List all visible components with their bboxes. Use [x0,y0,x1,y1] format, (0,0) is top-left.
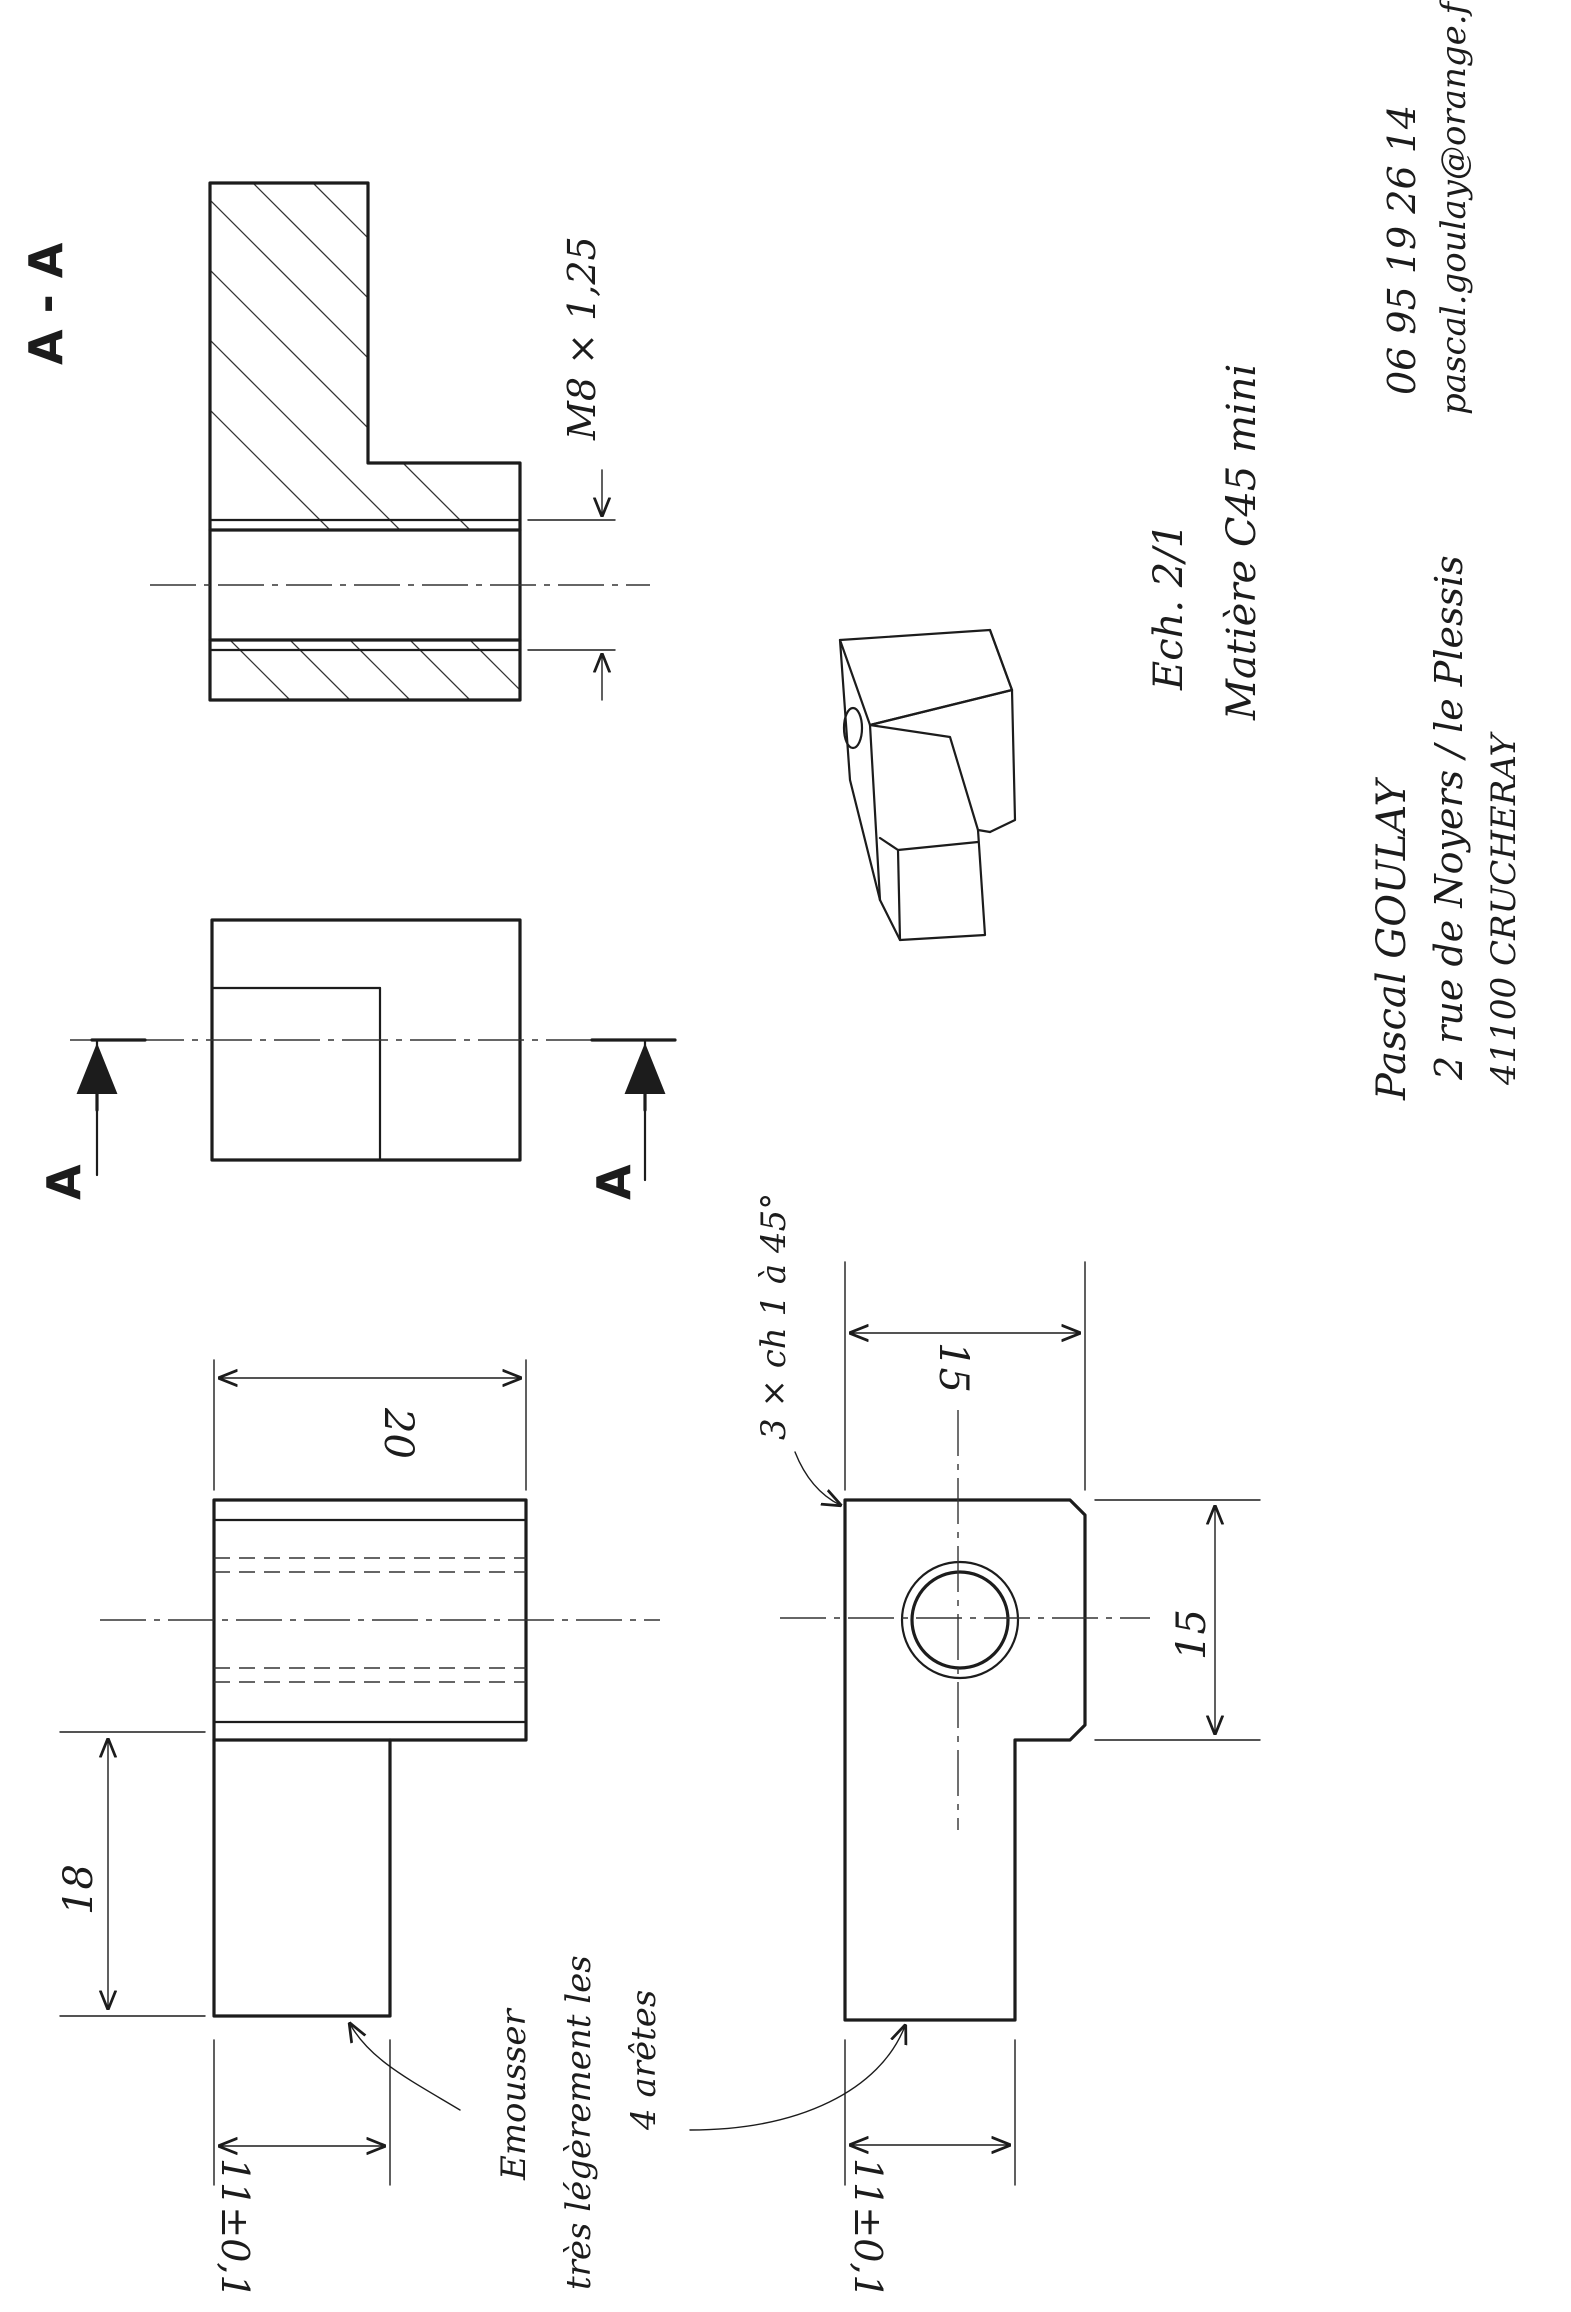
section-outline [208,181,522,702]
contact-block: 06 95 19 26 14 pascal.goulay@orange.fr [1380,0,1474,415]
cutting-plane-letter-right: A [587,1164,641,1200]
top-view [780,1261,1261,2186]
contact-phone: 06 95 19 26 14 [1380,105,1424,395]
tapped-hole-outer [900,1560,1020,1680]
deburr-note-line-1: Emousser [494,2008,534,2181]
top-view-outline [843,1498,1087,2022]
chamfer-leader [794,1451,840,1505]
author-city: 41100 CRUCHERAY [1484,731,1524,1086]
cutting-plane-letter-left: A [37,1164,91,1200]
dimension-15-width-text: 15 [930,1342,976,1393]
tapped-hole-inner [910,1570,1010,1670]
dimension-15-width [844,1261,1086,1491]
isometric-sketch [838,628,1017,942]
dimension-tol-left-text: 11±0,1 [213,2158,257,2299]
dimension-20-text: 20 [375,1407,421,1459]
dimension-20 [213,1359,527,1491]
thread-dimension-text: M8 × 1,25 [560,236,604,441]
deburr-note: Emousser très légèrement les 4 arêtes [494,1955,664,2290]
side-view [70,918,680,1182]
dimension-18 [59,1731,206,2017]
cutting-plane-arrow-left [76,1038,147,1177]
author-name: Pascal GOULAY [1369,776,1415,1101]
dimension-tol-bottom [844,2039,1016,2186]
thread-dimension [527,469,616,701]
deburr-note-line-2: très légèrement les [559,1955,599,2290]
section-view-a-a [150,181,650,702]
cutting-plane-arrow-right [590,1038,677,1182]
dimension-tol-bottom-text: 11±0,1 [846,2158,890,2299]
dimension-15-height [1094,1499,1261,1741]
section-label: A - A [19,242,73,365]
chamfer-note: 3 × ch 1 à 45° [754,1193,794,1440]
front-view [59,1359,660,2186]
material-note: Matière C45 mini [1219,364,1265,721]
deburr-leaders [350,2024,905,2131]
author-block: Pascal GOULAY 2 rue de Noyers / le Pless… [1369,555,1524,1101]
dimension-15-height-text: 15 [1169,1609,1215,1660]
dimension-18-text: 18 [56,1864,102,1915]
contact-email: pascal.goulay@orange.fr [1434,0,1474,415]
scale-note: Ech. 2/1 [1146,523,1192,691]
author-street: 2 rue de Noyers / le Plessis [1427,555,1471,1081]
dimension-tol-left [213,2039,391,2186]
deburr-note-line-3: 4 arêtes [624,1990,664,2131]
